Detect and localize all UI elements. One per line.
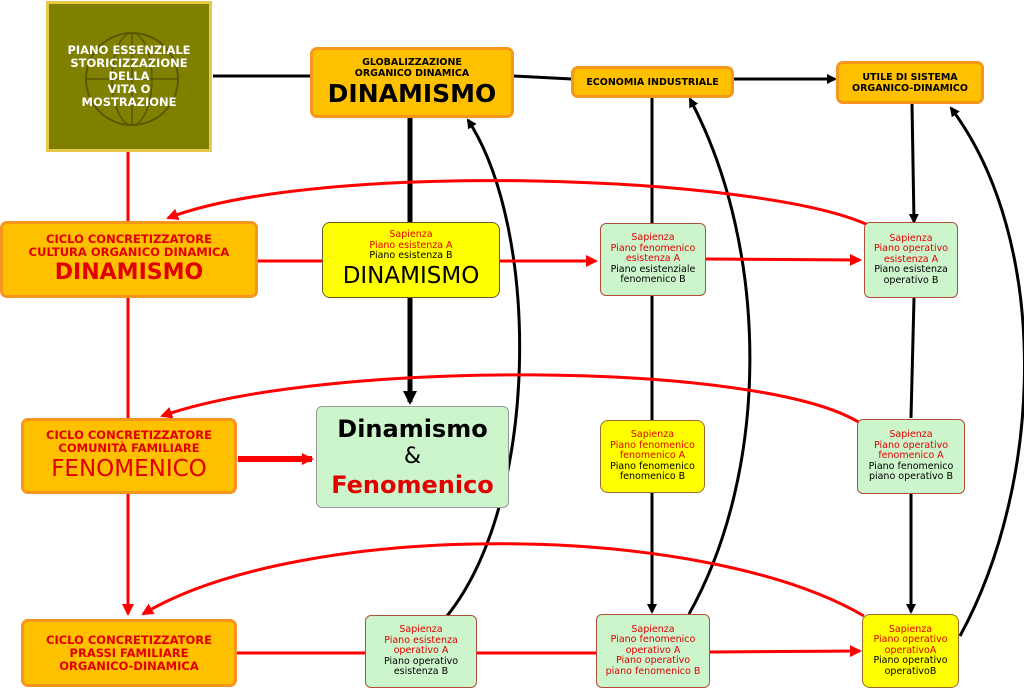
ciclo1-title: DINAMISMO (54, 259, 204, 285)
n1-line-1: Sapienza (631, 232, 675, 244)
n5-line-3: operativo A (393, 645, 449, 657)
n7-line-3: operativoA (884, 644, 937, 656)
node-esistenza-operativo[interactable]: Sapienza Piano esistenza operativo A Pia… (365, 615, 477, 688)
utile-sistema-box[interactable]: UTILE DI SISTEMA ORGANICO-DINAMICO (836, 61, 984, 104)
node-fenomenico-fenomenico[interactable]: Sapienza Piano fenomenico fenomenico A P… (600, 420, 705, 493)
dinamismo-fenomenico-box[interactable]: Dinamismo & Fenomenico (316, 406, 509, 508)
n2-line-4: Piano esistenza (874, 264, 948, 276)
essenziale-line-5: MOSTRAZIONE (81, 95, 177, 109)
n4-line-2: Piano operativo (873, 439, 949, 451)
n2-line-1: Sapienza (889, 232, 933, 244)
ciclo2-line-2: COMUNITÀ FAMILIARE (58, 440, 200, 455)
utile-line-1: UTILE DI SISTEMA (862, 71, 958, 83)
ciclo-prassi-box[interactable]: CICLO CONCRETIZZATORE PRASSI FAMILIARE O… (21, 619, 237, 687)
n6-line-4: Piano operativo (615, 655, 691, 667)
dinfen-ampersand: & (403, 444, 422, 469)
sap-din-line-2: Piano esistenza A (369, 239, 453, 251)
n2-line-2: Piano operativo (873, 243, 949, 255)
ciclo1-line-1: CICLO CONCRETIZZATORE (46, 231, 212, 246)
n3-line-3: fenomenico A (619, 450, 686, 462)
sapienza-dinamismo-box[interactable]: Sapienza Piano esistenza A Piano esisten… (322, 222, 500, 298)
n3-line-5: fenomenico B (619, 471, 686, 483)
n5-line-2: Piano esistenza (384, 634, 458, 646)
globalizzazione-box[interactable]: GLOBALIZZAZIONE ORGANICO DINAMICA DINAMI… (310, 47, 514, 118)
n2-line-5: operativo B (883, 274, 939, 286)
dinfen-line-3: Fenomenico (331, 471, 494, 499)
node-fenomenico-esistenza[interactable]: Sapienza Piano fenomenico esistenza A Pi… (600, 223, 706, 296)
ciclo1-line-2: CULTURA ORGANICO DINAMICA (28, 244, 230, 259)
n3-line-1: Sapienza (630, 429, 675, 441)
n1-line-4: Piano esistenziale (610, 263, 696, 275)
ciclo2-title: FENOMENICO (51, 455, 207, 482)
node-operativo-operativo[interactable]: Sapienza Piano operativo operativoA Pian… (862, 614, 959, 688)
utile-line-2: ORGANICO-DINAMICO (852, 82, 968, 94)
ciclo3-line-2: PRASSI FAMILIARE (69, 645, 189, 660)
n7-line-4: Piano operativo (873, 655, 948, 667)
sap-din-line-1: Sapienza (389, 229, 433, 241)
dinfen-line-1: Dinamismo (337, 415, 488, 443)
n1-line-2: Piano fenomenico (610, 242, 696, 254)
sap-din-title: DINAMISMO (342, 262, 480, 289)
n3-line-4: Piano fenomenico (610, 460, 695, 472)
globalizzazione-title: DINAMISMO (327, 78, 497, 108)
economia-industriale-box[interactable]: ECONOMIA INDUSTRIALE (571, 66, 734, 98)
globalizzazione-line-2: ORGANICO DINAMICA (354, 67, 470, 79)
n7-line-2: Piano operativo (873, 634, 948, 646)
globe-icon (85, 32, 179, 126)
node-fenomenico-operativo[interactable]: Sapienza Piano fenomenico operativo A Pi… (596, 614, 710, 688)
n6-line-3: operativo A (625, 644, 681, 656)
ciclo-cultura-box[interactable]: CICLO CONCRETIZZATORE CULTURA ORGANICO D… (0, 221, 258, 298)
n6-line-1: Sapienza (631, 623, 675, 635)
n4-line-5: piano operativo B (868, 471, 954, 483)
n7-line-5: operativoB (884, 665, 937, 677)
sap-din-line-3: Piano esistenza B (369, 250, 453, 262)
n4-line-4: Piano fenomenico (868, 460, 954, 472)
n5-line-4: Piano operativo (383, 655, 459, 667)
n4-line-1: Sapienza (889, 429, 933, 441)
n6-line-5: piano fenomenico B (605, 665, 701, 677)
n7-line-1: Sapienza (888, 623, 933, 635)
n4-line-3: fenomenico A (878, 450, 944, 462)
essenziale-line-4: VITA O (107, 82, 151, 96)
ciclo3-line-1: CICLO CONCRETIZZATORE (46, 632, 212, 647)
essenziale-line-2: STORICIZZAZIONE (70, 56, 188, 70)
essenziale-line-3: DELLA (108, 69, 150, 83)
n6-line-2: Piano fenomenico (610, 634, 696, 646)
n1-line-3: esistenza A (625, 253, 681, 265)
node-operativo-fenomenico[interactable]: Sapienza Piano operativo fenomenico A Pi… (857, 419, 965, 494)
n3-line-2: Piano fenomenico (610, 439, 695, 451)
n1-line-5: fenomenico B (620, 274, 686, 286)
ciclo2-line-1: CICLO CONCRETIZZATORE (46, 427, 212, 442)
n5-line-1: Sapienza (399, 624, 443, 636)
essenziale-line-1: PIANO ESSENZIALE (67, 43, 191, 57)
n2-line-3: esistenza A (883, 253, 939, 265)
node-operativo-esistenza[interactable]: Sapienza Piano operativo esistenza A Pia… (864, 222, 958, 298)
piano-essenziale-box[interactable]: PIANO ESSENZIALE STORICIZZAZIONE DELLA V… (46, 1, 212, 152)
economia-label: ECONOMIA INDUSTRIALE (586, 76, 719, 88)
globalizzazione-line-1: GLOBALIZZAZIONE (362, 56, 462, 68)
ciclo3-line-3: ORGANICO-DINAMICA (59, 658, 199, 673)
n5-line-5: esistenza B (393, 666, 449, 678)
ciclo-comunita-box[interactable]: CICLO CONCRETIZZATORE COMUNITÀ FAMILIARE… (21, 418, 237, 494)
